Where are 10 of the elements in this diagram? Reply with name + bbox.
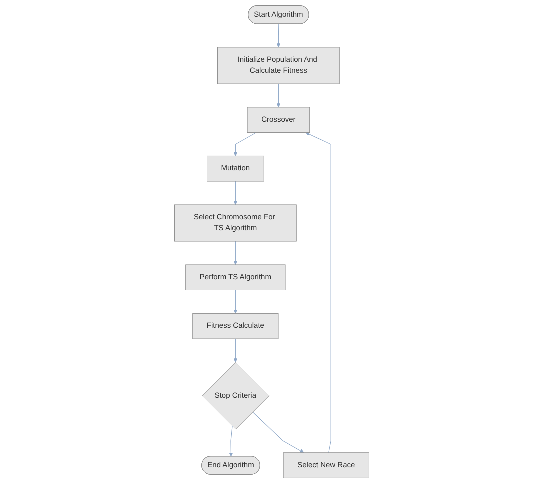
- arrow: [252, 412, 304, 454]
- arrow: [234, 181, 238, 206]
- arrow: [234, 290, 238, 314]
- arrow: [234, 132, 257, 156]
- arrow: [229, 426, 234, 457]
- arrow: [234, 241, 238, 266]
- arrow: [234, 338, 238, 363]
- arrow: [276, 24, 281, 48]
- arrow: [276, 84, 281, 108]
- arrow: [306, 132, 332, 454]
